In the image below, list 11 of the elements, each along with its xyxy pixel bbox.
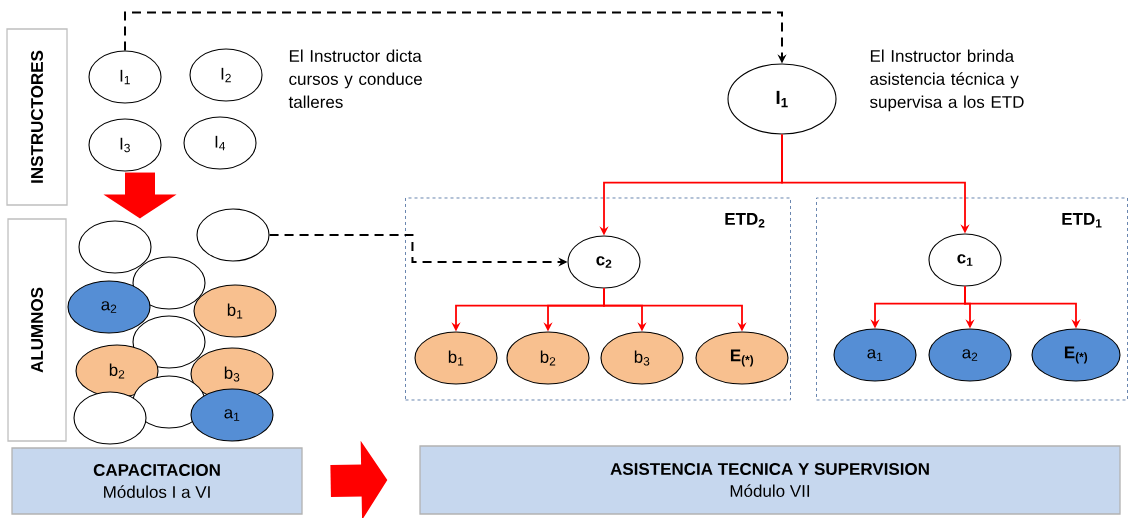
stage-box: ASISTENCIA TECNICA Y SUPERVISION Módulo VII (419, 445, 1121, 515)
person-ellipse (196, 208, 270, 262)
stage-box: CAPACITACION Módulos I a VI (11, 447, 303, 515)
person-ellipse (78, 220, 152, 274)
note-text: El Instructor brinda asistencia técnica y supervisa a los ETD (870, 49, 1024, 112)
person-ellipse (132, 256, 206, 310)
group-label: ALUMNOS (7, 218, 67, 442)
group-label: INSTRUCTORES (6, 28, 68, 206)
person-ellipse (73, 391, 147, 445)
note-text: El Instructor dicta cursos y conduce talleres (288, 49, 422, 108)
person-ellipse (132, 315, 206, 369)
